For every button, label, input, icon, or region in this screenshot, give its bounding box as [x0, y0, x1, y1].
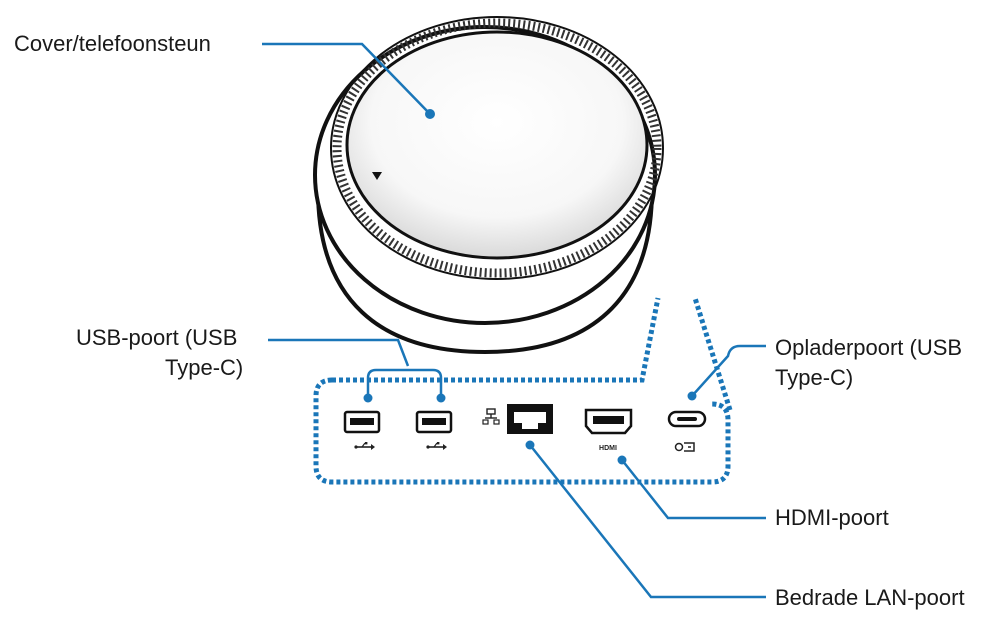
label-charger-line-1: Opladerpoort (USB: [775, 335, 962, 360]
usb-icon: [354, 442, 375, 450]
label-usb-line-2: Type-C): [165, 355, 243, 380]
callout-line-lan: [529, 444, 766, 599]
usb-c-port: [667, 410, 707, 452]
callout-dot-charger: [687, 391, 697, 401]
callout-line-usb: [268, 338, 443, 398]
callout-dot-hdmi: [617, 455, 627, 465]
label-cover: Cover/telefoonsteun: [14, 31, 211, 56]
dock-vent-ring: [332, 18, 662, 278]
lan-port: [482, 404, 553, 434]
lan-icon: [482, 408, 500, 425]
callout-dot-cover: [425, 109, 435, 119]
label-lan: Bedrade LAN-poort: [775, 585, 965, 610]
port-panel: HDMI: [313, 297, 733, 485]
dock-cover: [345, 30, 649, 260]
callout-line-hdmi: [621, 459, 766, 520]
callout-dot-usb-2: [436, 393, 446, 403]
labels: Cover/telefoonsteun USB-poort (USB Type-…: [14, 31, 965, 610]
usb-port-2: [415, 410, 453, 450]
callout-dot-usb-1: [363, 393, 373, 403]
callout-line-cover: [262, 42, 431, 115]
dock-device: [313, 16, 664, 355]
cover-arrow-icon: [372, 172, 382, 180]
hdmi-port: HDMI: [584, 408, 633, 452]
label-usb-line-1: USB-poort (USB: [76, 325, 237, 350]
label-hdmi: HDMI-poort: [775, 505, 889, 530]
usb-c-charge-icon: [674, 442, 695, 452]
port-panel-outline: [313, 297, 733, 485]
callout-line-charger: [691, 344, 766, 397]
callouts: [262, 42, 766, 599]
label-charger-line-2: Type-C): [775, 365, 853, 390]
dock-vent-ring-outline: [330, 16, 664, 280]
callout-dot-lan: [525, 440, 535, 450]
hdmi-port-mark: HDMI: [599, 445, 617, 452]
usb-icon: [426, 442, 447, 450]
usb-port-1: [343, 410, 381, 450]
